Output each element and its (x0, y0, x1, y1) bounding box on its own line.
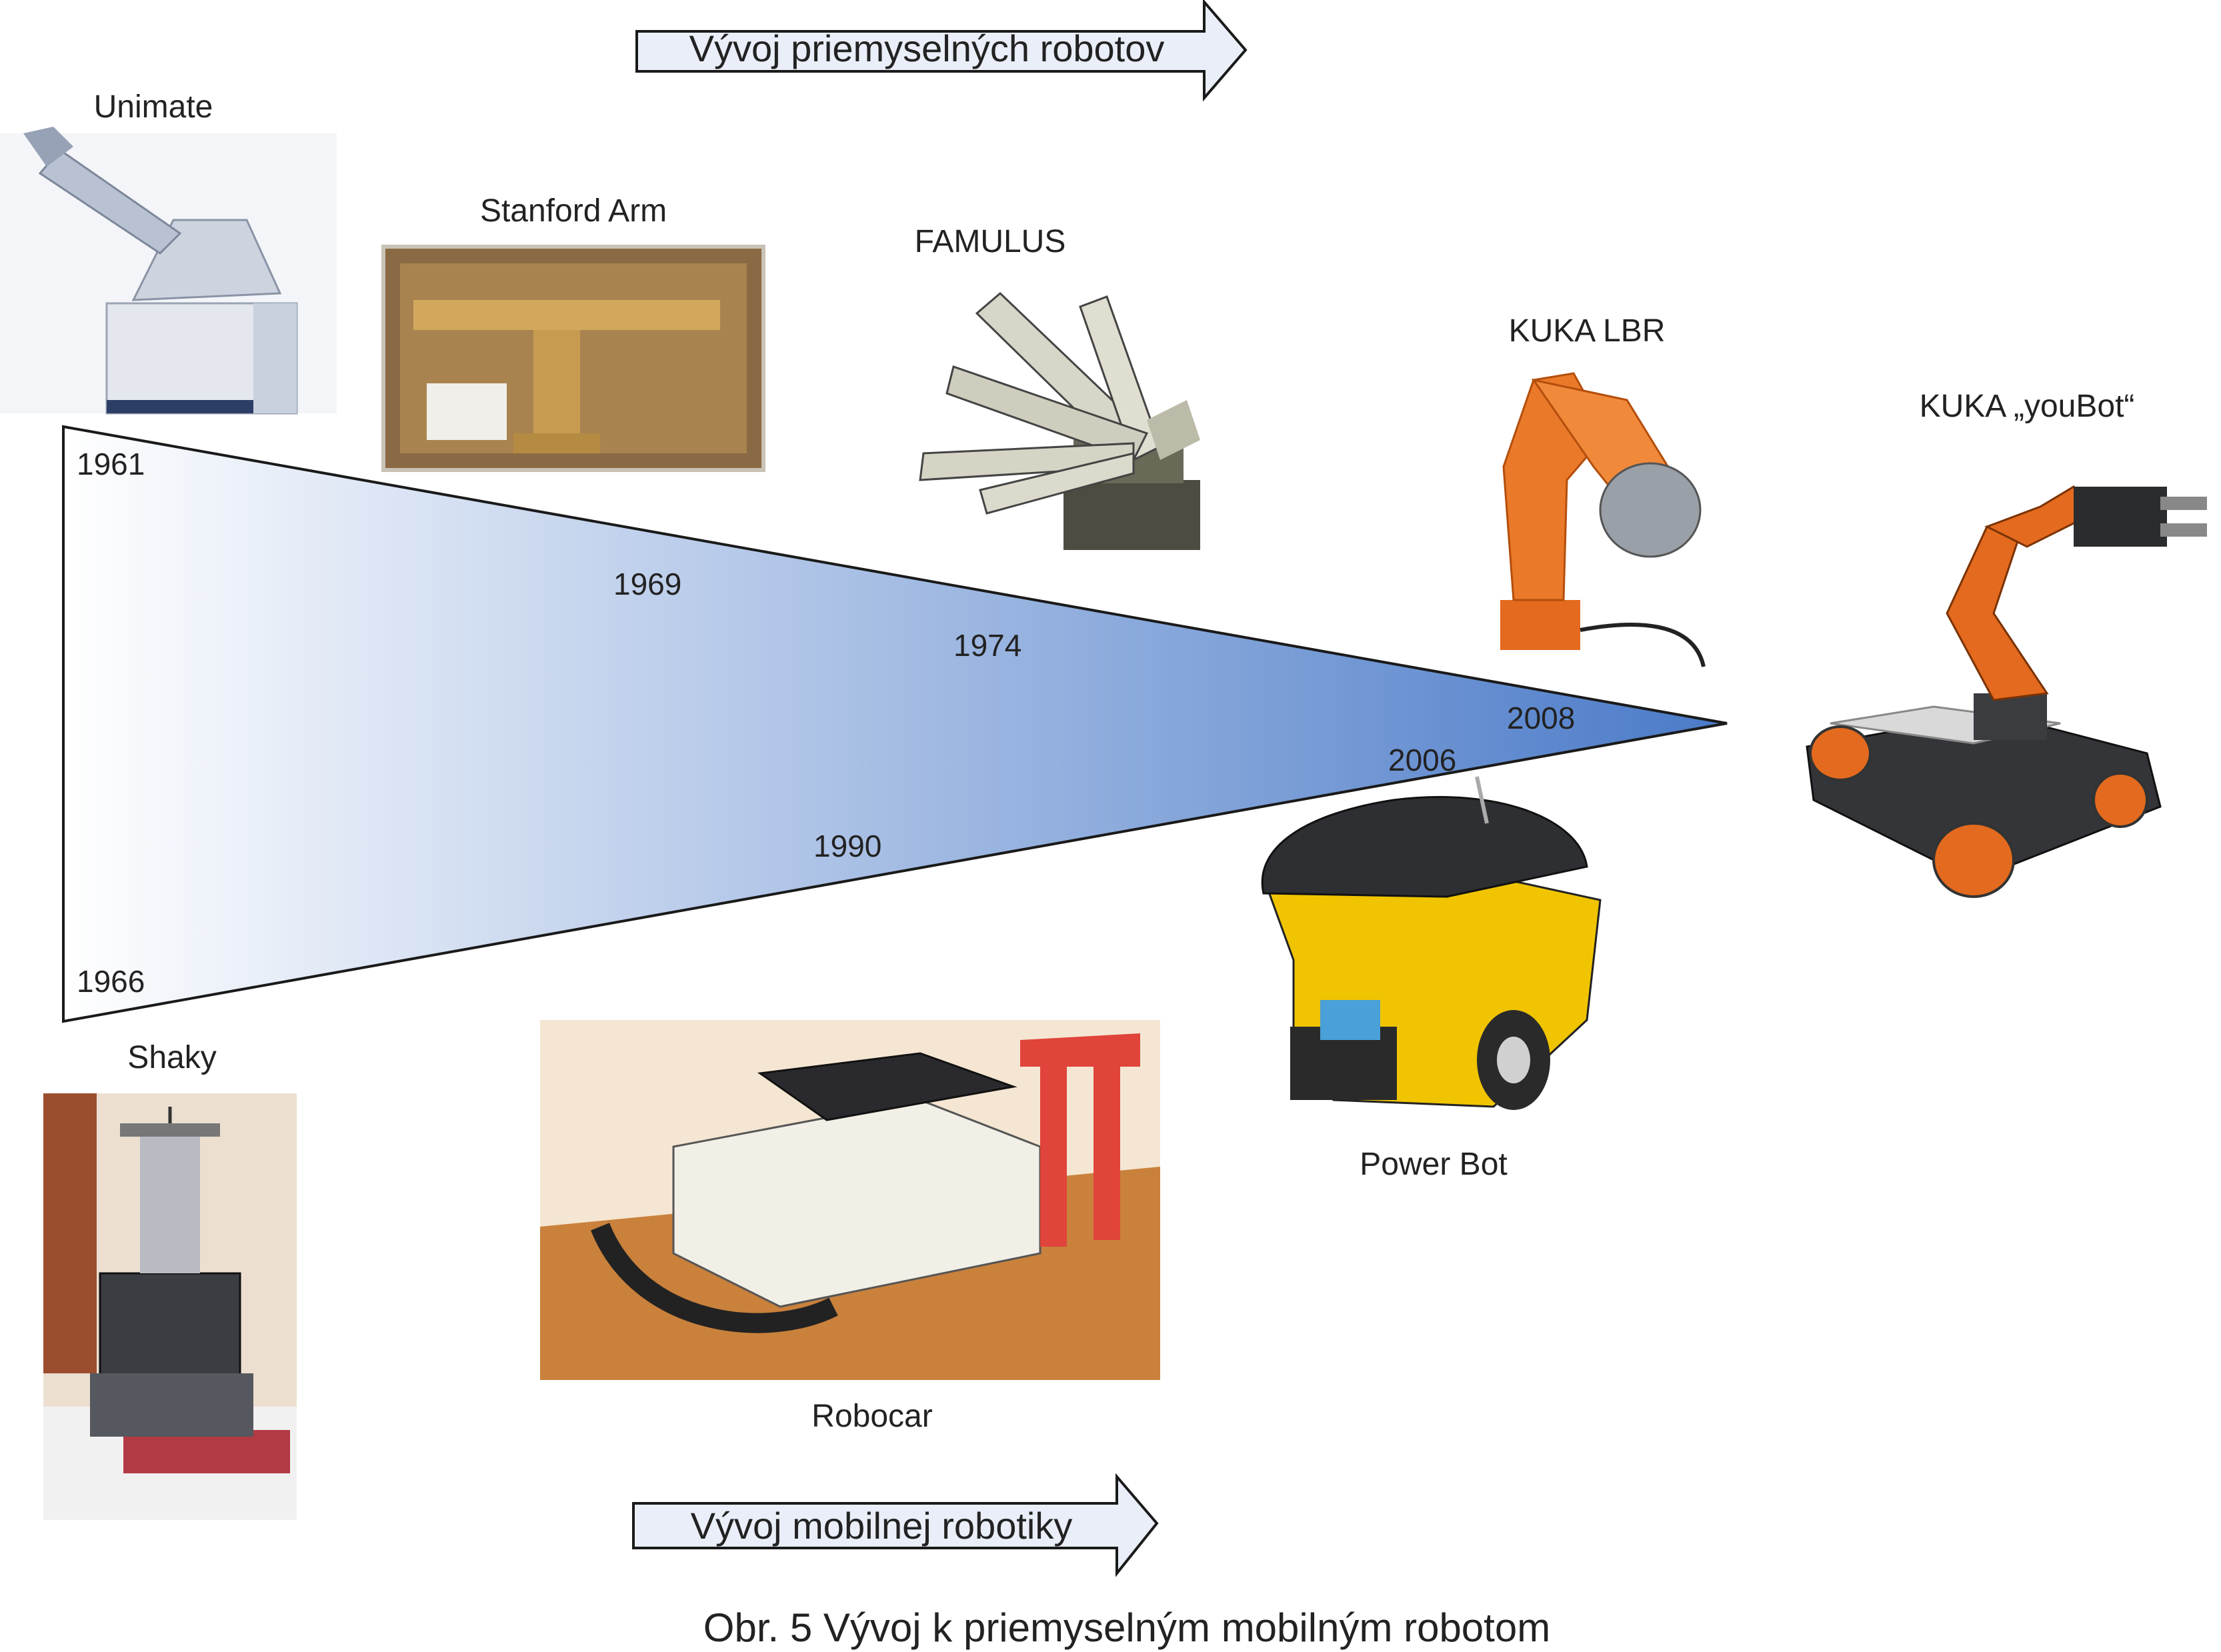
industrial-arrow-label: Vývoj priemyselných robotov (689, 27, 1165, 69)
power-bot-image (1261, 776, 1602, 1110)
year-1961: 1961 (77, 447, 145, 481)
power-bot-label: Power Bot (1360, 1147, 1507, 1182)
year-2008: 2008 (1507, 701, 1575, 735)
industrial-arrow: Vývoj priemyselných robotov (635, 0, 1248, 102)
stanford-arm-label: Stanford Arm (480, 193, 667, 229)
year-1990: 1990 (813, 829, 881, 863)
unimate-image (0, 127, 337, 415)
kuka-lbr-image (1500, 372, 1706, 667)
kuka-youbot-image (1806, 485, 2207, 898)
shaky-image (43, 1093, 297, 1520)
kuka-youbot-label: KUKA „youBot“ (1920, 389, 2135, 424)
kuka-lbr-label: KUKA LBR (1509, 313, 1666, 349)
unimate-label: Unimate (94, 89, 213, 125)
figure-caption: Obr. 5 Vývoj k priemyselným mobilným rob… (703, 1605, 1550, 1650)
mobile-arrow: Vývoj mobilnej robotiky (632, 1473, 1159, 1577)
timeline-wedge (62, 425, 1728, 1023)
famulus-label: FAMULUS (915, 224, 1066, 259)
shaky-label: Shaky (127, 1040, 216, 1075)
year-2006: 2006 (1388, 743, 1456, 777)
year-1966: 1966 (77, 964, 145, 999)
famulus-image (919, 291, 1200, 550)
year-1974: 1974 (953, 628, 1021, 663)
stanford-arm-image (381, 245, 765, 472)
robocar-image (540, 1020, 1160, 1380)
mobile-arrow-label: Vývoj mobilnej robotiky (691, 1505, 1073, 1547)
robocar-label: Robocar (811, 1399, 932, 1434)
year-1969: 1969 (613, 567, 681, 601)
